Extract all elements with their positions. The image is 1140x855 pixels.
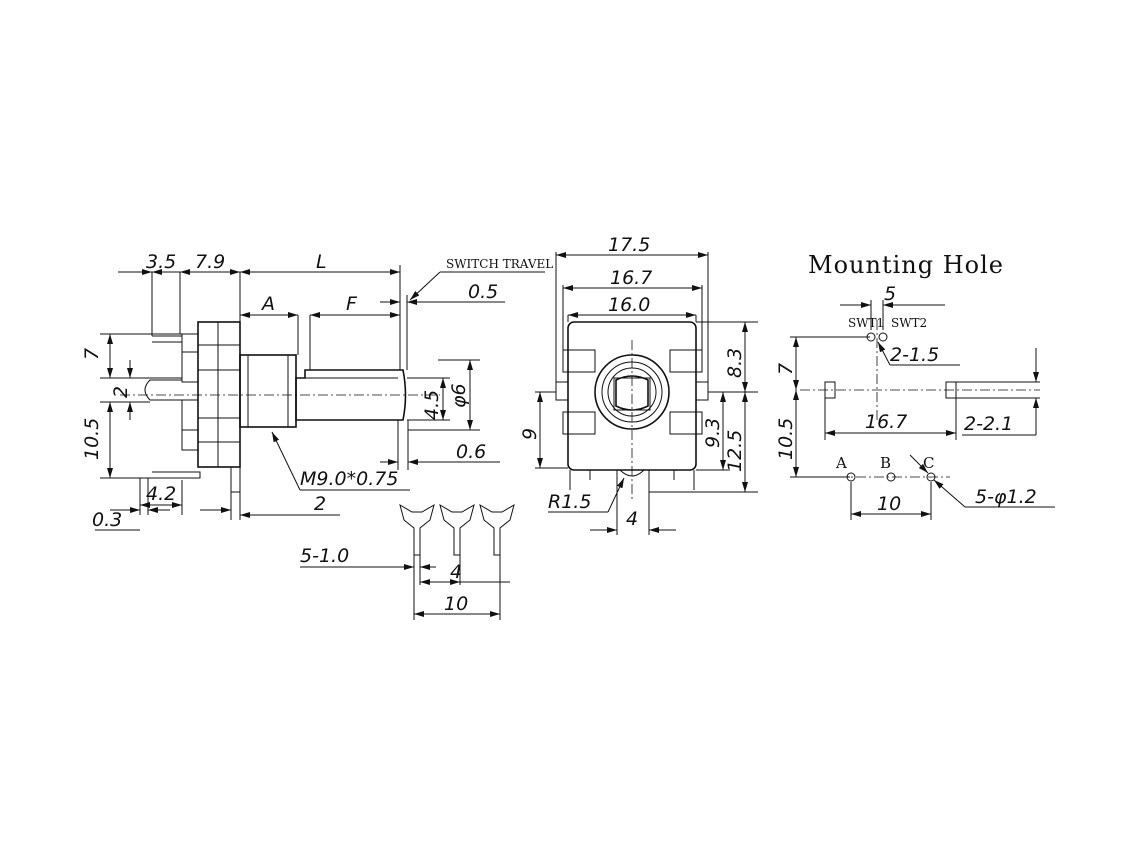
dim-4-5: 4.5 [421,390,443,420]
dim-phi6: φ6 [448,383,470,408]
label-swt1: SWT1 [848,316,884,330]
dim-4-2: 4.2 [146,483,176,505]
dim-2-2-1: 2-2.1 [964,413,1013,435]
dim-16-0: 16.0 [608,294,650,316]
pin-3 [479,503,515,556]
dim-8-3: 8.3 [724,348,746,378]
dim-pin-span: 10 [444,593,468,615]
swt2-hole [878,332,888,342]
pin-2 [439,503,475,556]
dim-pin-width: 5-1.0 [300,545,349,567]
label-c: C [923,454,934,472]
dim-A: A [260,293,275,315]
dim-0-3: 0.3 [92,509,122,531]
dim-16-7: 16.7 [610,267,652,289]
dim-9-front: 9 [519,428,541,440]
dim-10-mount: 10 [877,493,901,515]
dim-7-left: 7 [81,348,103,360]
label-a: A [835,454,847,472]
dim-2-bottom: 2 [314,493,326,515]
dim-pin-pitch: 4 [450,561,462,583]
dim-3-5: 3.5 [146,251,176,273]
dim-9-3: 9.3 [702,418,724,448]
dim-12-5: 12.5 [724,430,746,472]
pins-detail: 5-1.0 4 10 [300,503,515,620]
dim-7-9: 7.9 [195,251,225,273]
label-swt2: SWT2 [891,316,927,330]
pin-1 [399,503,435,556]
dim-10-5-left: 10.5 [81,418,103,460]
mounting-hole-title: Mounting Hole [808,251,1004,279]
side-view: 3.5 7.9 L A F 0.5 SWITCH TRAVEL 7 2 10.5 [81,251,553,531]
dim-0-6: 0.6 [456,441,486,463]
dim-pitch-5: 5 [884,283,896,305]
dim-F: F [346,293,358,315]
mounting-hole-view: Mounting Hole 5 SWT1 SWT2 2-1.5 7 10.5 1… [775,251,1055,520]
dim-10-5-mount: 10.5 [775,418,797,460]
thread-spec: M9.0*0.75 [300,468,398,490]
label-b: B [880,454,891,472]
switch-travel-label: SWITCH TRAVEL [446,257,553,271]
dim-7-mount: 7 [775,363,797,375]
dim-0-5: 0.5 [468,281,498,303]
dim-r-1-5: R1.5 [548,491,591,513]
dim-4-front: 4 [626,508,638,530]
dim-L: L [316,251,327,273]
dim-17-5: 17.5 [608,234,650,256]
dim-16-7-mount: 16.7 [865,411,907,433]
dim-2-left: 2 [110,386,132,398]
shaft [295,369,407,421]
front-view: 17.5 16.7 16.0 8.3 9.3 12.5 9 R1.5 4 [519,234,758,535]
encoder-body-side [144,321,241,493]
dim-5-phi-1-2: 5-φ1.2 [975,486,1037,508]
dim-2-1-5: 2-1.5 [890,344,939,366]
